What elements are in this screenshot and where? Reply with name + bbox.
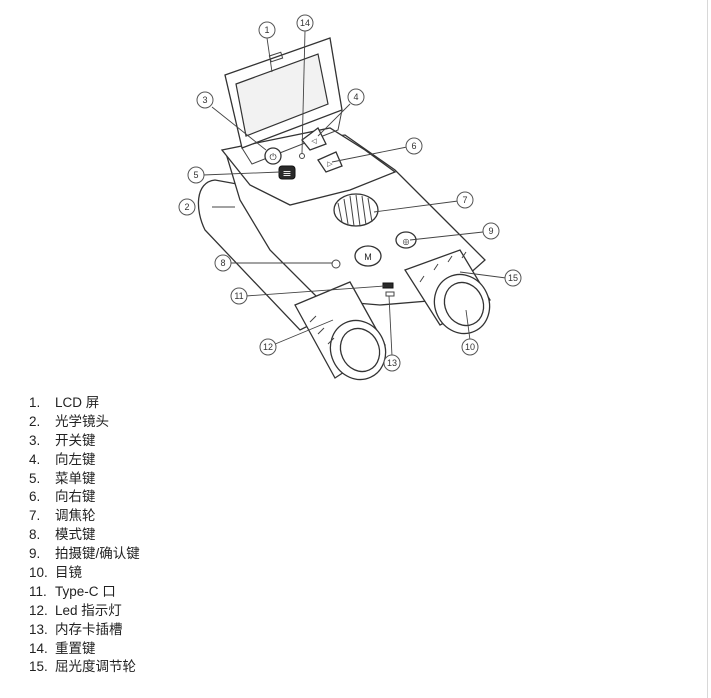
svg-text:6: 6 [411, 141, 416, 151]
callout-11: 11 [230, 287, 248, 305]
legend-item: 10.目镜 [29, 565, 82, 581]
leader-lines [202, 30, 507, 357]
top-deck [220, 127, 397, 206]
svg-text:1: 1 [264, 25, 269, 35]
reset-hole [299, 153, 305, 159]
menu-key [278, 165, 296, 180]
svg-text:⏻: ⏻ [269, 152, 276, 163]
svg-text:5: 5 [193, 170, 198, 180]
svg-text:3: 3 [202, 95, 207, 105]
callout-5: 5 [187, 166, 205, 184]
callout-8: 8 [214, 254, 232, 272]
left-eyepiece [294, 281, 387, 381]
legend-item: 14.重置键 [29, 640, 96, 656]
svg-text:9: 9 [488, 226, 493, 236]
device-illustration: ⏻ ◁ ▷ ≡ M ◎ [197, 37, 491, 381]
callout-13: 13 [383, 354, 401, 372]
svg-text:15: 15 [508, 273, 518, 283]
svg-text:◎: ◎ [403, 237, 410, 246]
legend-item: 3.开关键 [29, 432, 96, 448]
callout-4: 4 [347, 88, 365, 106]
svg-text:12: 12 [263, 342, 273, 352]
legend-item: 4.向左键 [29, 451, 96, 467]
svg-text:8: 8 [220, 258, 225, 268]
lcd-screen [235, 53, 329, 137]
svg-text:≡: ≡ [282, 167, 291, 180]
legend-item: 13.内存卡插槽 [29, 621, 123, 637]
shutter-key [395, 231, 417, 249]
right-eyepiece [404, 249, 491, 335]
power-button [264, 147, 282, 165]
svg-text:4: 4 [353, 92, 358, 102]
legend-item: 6.向右键 [29, 489, 96, 505]
svg-text:7: 7 [462, 195, 467, 205]
callout-1: 1 [258, 21, 276, 39]
callout-2: 2 [178, 198, 196, 216]
svg-text:11: 11 [234, 291, 243, 301]
legend-item: 15.屈光度调节轮 [29, 659, 136, 675]
right-key [317, 151, 343, 173]
legend-item: 2.光学镜头 [29, 413, 109, 429]
legend-item: 8.模式键 [29, 527, 96, 543]
svg-text:14: 14 [300, 18, 310, 28]
legend-item: 5.菜单键 [29, 470, 96, 486]
svg-text:◁: ◁ [311, 138, 317, 145]
svg-text:2: 2 [184, 202, 189, 212]
page-border-line [707, 0, 708, 698]
memory-card-slot [385, 291, 395, 297]
svg-text:13: 13 [387, 358, 397, 368]
callout-12: 12 [259, 338, 277, 356]
legend-item: 7.调焦轮 [29, 508, 96, 524]
legend-item: 11.Type-C 口 [29, 583, 116, 599]
callout-3: 3 [196, 91, 214, 109]
type-c-port [382, 282, 394, 289]
svg-text:▷: ▷ [327, 161, 333, 168]
led-indicator [331, 259, 341, 269]
parts-legend: 1.LCD 屏 2.光学镜头 3.开关键 4.向左键 5.菜单键 6.向右键 7… [29, 394, 140, 677]
legend-item: 9.拍摄键/确认键 [29, 546, 140, 562]
focus-wheel [333, 193, 379, 227]
callout-9: 9 [482, 222, 500, 240]
binocular-camera-diagram: ⏻ ◁ ▷ ≡ M ◎ [178, 14, 522, 381]
callout-7: 7 [456, 191, 474, 209]
svg-text:10: 10 [465, 342, 475, 352]
svg-text:M: M [364, 252, 372, 262]
callout-14: 14 [296, 14, 314, 32]
legend-item: 1.LCD 屏 [29, 395, 100, 410]
mode-key [354, 245, 382, 267]
callout-6: 6 [405, 137, 423, 155]
callout-15: 15 [504, 269, 522, 287]
callout-10: 10 [461, 338, 479, 356]
legend-item: 12.Led 指示灯 [29, 602, 122, 618]
